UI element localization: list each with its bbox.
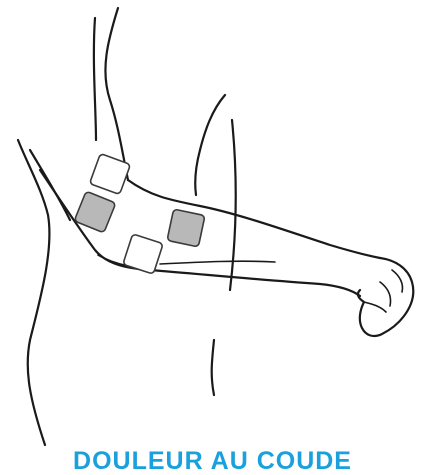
elbow-pain-electrode-diagram (0, 0, 425, 459)
caption-title: DOULEUR AU COUDE (0, 449, 425, 474)
knuckle-line-2 (380, 282, 391, 306)
body-left-outline (18, 140, 49, 445)
hand-outline (358, 258, 413, 336)
electrode-pad-forearm-top (167, 209, 205, 247)
thumb-line (364, 302, 386, 312)
torso-side-outline (230, 120, 236, 290)
knuckle-line-1 (392, 270, 403, 292)
upper-arm-inner-outline (94, 18, 96, 140)
upper-arm-outline (105, 8, 128, 180)
torso-outline (195, 95, 225, 195)
electrode-pad-elbow (74, 191, 116, 233)
forearm-top-outline (128, 180, 380, 258)
waist-outline (212, 340, 214, 395)
forearm-muscle-line (160, 261, 275, 264)
